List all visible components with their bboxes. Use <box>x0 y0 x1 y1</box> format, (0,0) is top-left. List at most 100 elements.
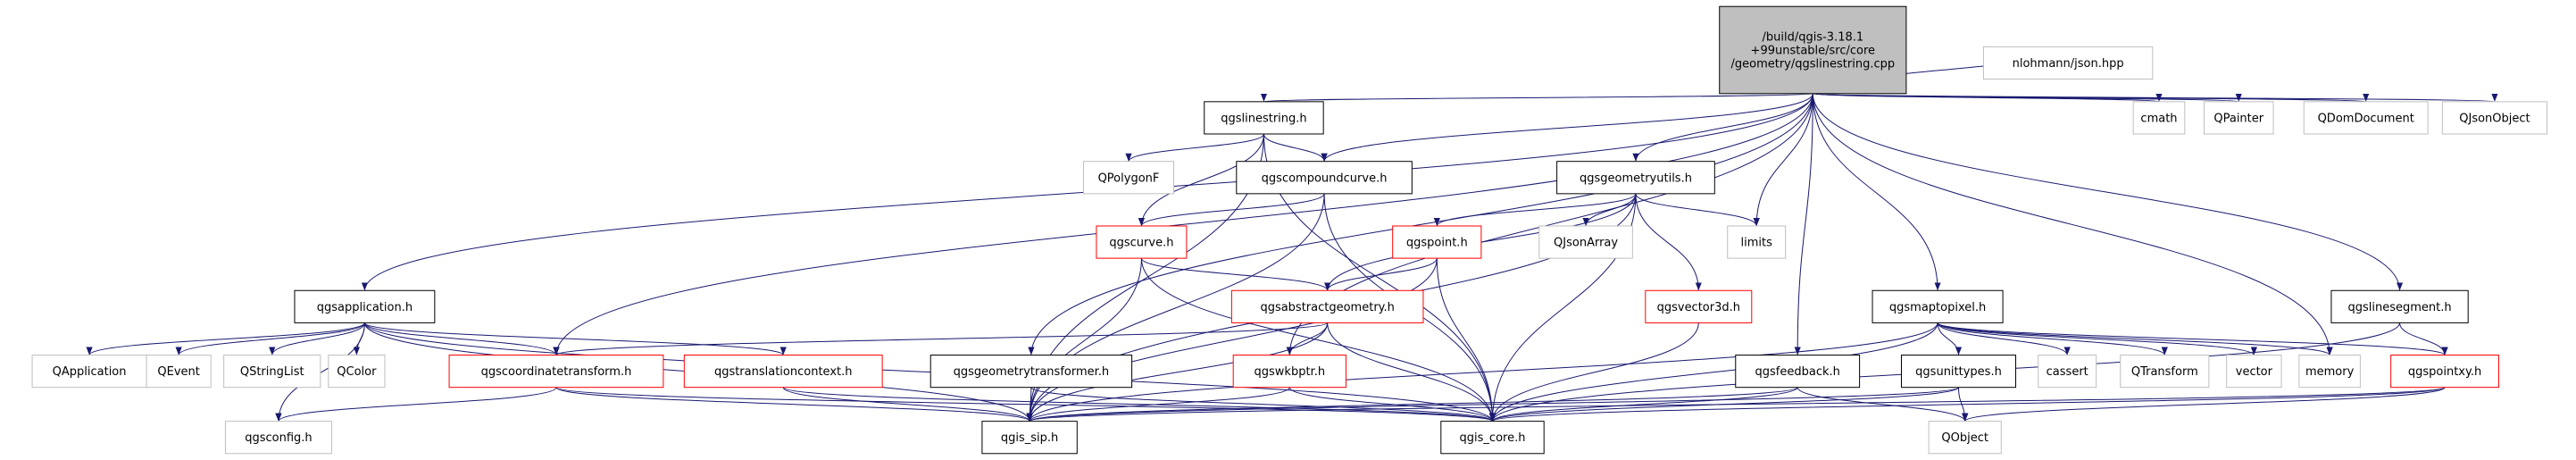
edge-qgsapplication-to-qgstranslationcontext <box>363 322 787 355</box>
node-box-qgspointxy <box>2390 355 2499 389</box>
node-box-qgis_core <box>1440 421 1545 455</box>
edge-qgsapplication-to-qapplication <box>86 322 365 355</box>
node-qjsonarray[interactable]: QJsonArray <box>1538 225 1633 259</box>
node-nlohmann[interactable]: nlohmann/json.hpp <box>1982 46 2154 80</box>
node-qcolor[interactable]: QColor <box>328 355 386 389</box>
node-qgsconfig[interactable]: qgsconfig.h <box>224 421 332 455</box>
node-label-root: +99unstable/src/core <box>1751 45 1876 58</box>
edge-qgsfeedback-to-qgis_sip <box>1026 387 1798 422</box>
node-box-qpainter <box>2203 101 2274 135</box>
node-label-cassert: cassert <box>2047 365 2088 379</box>
edge-qgspointxy-to-qgis_core <box>1489 387 2446 422</box>
node-memory[interactable]: memory <box>2298 355 2361 389</box>
node-box-qobject <box>1928 421 2002 455</box>
edge-qgsmaptopixel-to-qgis_core <box>1488 322 1938 422</box>
edge-qgsgeometrytransformer-to-qgis_core <box>1030 387 1496 422</box>
node-box-root <box>1719 5 1907 95</box>
node-label-limits: limits <box>1741 237 1773 250</box>
node-box-memory <box>2298 355 2361 389</box>
node-qstringlist[interactable]: QStringList <box>223 355 321 389</box>
edge-root-to-qgsgeometrytransformer <box>1028 93 1813 355</box>
node-qgsunittypes[interactable]: qgsunittypes.h <box>1900 355 2017 389</box>
node-qpolygonf[interactable]: QPolygonF <box>1083 161 1174 195</box>
node-qgsvector3d[interactable]: qgsvector3d.h <box>1645 289 1753 323</box>
node-qgswkbptr[interactable]: qgswkbptr.h <box>1232 355 1346 389</box>
node-qgspoint[interactable]: qgspoint.h <box>1392 225 1482 259</box>
node-qgsgeometryutils[interactable]: qgsgeometryutils.h <box>1556 161 1715 195</box>
node-label-root: /geometry/qgslinestring.cpp <box>1731 58 1896 71</box>
edge-qgslinestring-to-qgscompoundcurve <box>1263 133 1328 162</box>
node-qgsmaptopixel[interactable]: qgsmaptopixel.h <box>1872 289 2004 323</box>
node-qgslinesegment[interactable]: qgslinesegment.h <box>2330 289 2469 323</box>
node-qevent[interactable]: QEvent <box>146 355 212 389</box>
node-qgsgeometrytransformer[interactable]: qgsgeometrytransformer.h <box>930 355 1133 389</box>
edge-root-to-qgsgeometryutils <box>1632 93 1813 162</box>
edge-qgsmaptopixel-to-qgis_sip <box>1026 322 1938 422</box>
edge-root-to-memory <box>1812 93 2333 355</box>
node-qdomdocument[interactable]: QDomDocument <box>2303 101 2429 135</box>
node-box-qevent <box>146 355 212 389</box>
node-box-qgstranslationcontext <box>683 355 883 389</box>
node-qgscoordinatetransform[interactable]: qgscoordinatetransform.h <box>448 355 664 389</box>
edge-qgstranslationcontext-to-qgis_core <box>782 387 1496 422</box>
node-label-qcolor: QColor <box>337 365 377 379</box>
node-cmath[interactable]: cmath <box>2132 101 2186 135</box>
node-qobject[interactable]: QObject <box>1928 421 2002 455</box>
node-qgsabstractgeometry[interactable]: qgsabstractgeometry.h <box>1230 289 1424 323</box>
node-qgis_core[interactable]: qgis_core.h <box>1440 421 1545 455</box>
nodes-layer: /build/qgis-3.18.1+99unstable/src/core/g… <box>31 5 2548 455</box>
edge-qgscoordinatetransform-to-qgis_core <box>555 387 1496 422</box>
node-label-qgslinesegment: qgslinesegment.h <box>2347 301 2451 314</box>
node-box-qgsfeedback <box>1735 355 1861 389</box>
node-root[interactable]: /build/qgis-3.18.1+99unstable/src/core/g… <box>1719 5 1907 95</box>
node-qgis_sip[interactable]: qgis_sip.h <box>981 421 1078 455</box>
edge-qgsgeometryutils-to-qgsvector3d <box>1635 193 1702 291</box>
node-label-nlohmann: nlohmann/json.hpp <box>2013 57 2124 71</box>
node-qtransform[interactable]: QTransform <box>2120 355 2210 389</box>
edge-qgslinesegment-to-qgspointxy <box>2399 322 2448 355</box>
node-label-qgis_core: qgis_core.h <box>1460 431 1526 445</box>
node-qapplication[interactable]: QApplication <box>31 355 147 389</box>
node-label-qgsmaptopixel: qgsmaptopixel.h <box>1889 301 1986 314</box>
node-qgscompoundcurve[interactable]: qgscompoundcurve.h <box>1236 161 1413 195</box>
edge-qgsfeedback-to-qgis_core <box>1489 387 1798 422</box>
node-limits[interactable]: limits <box>1727 225 1787 259</box>
edge-qgsmaptopixel-to-qgsunittypes <box>1937 322 1963 355</box>
node-box-qapplication <box>31 355 147 389</box>
edge-qgsabstractgeometry-to-qgswkbptr <box>1286 322 1329 355</box>
node-box-qjsonobject <box>2441 101 2548 135</box>
node-qgscurve[interactable]: qgscurve.h <box>1096 225 1188 259</box>
edge-qgslinestring-to-qpolygonf <box>1125 133 1264 162</box>
node-qgslinestring[interactable]: qgslinestring.h <box>1204 101 1324 135</box>
node-box-qjsonarray <box>1538 225 1633 259</box>
edge-root-to-qjsonobject <box>1812 93 2497 103</box>
node-box-qgslinestring <box>1204 101 1324 135</box>
node-qjsonobject[interactable]: QJsonObject <box>2441 101 2548 135</box>
node-label-qstringlist: QStringList <box>240 365 304 379</box>
node-box-vector <box>2226 355 2282 389</box>
edge-qgsabstractgeometry-to-qgis_core <box>1327 322 1496 422</box>
node-label-qgspointxy: qgspointxy.h <box>2408 365 2481 379</box>
node-label-qevent: QEvent <box>157 365 199 379</box>
edge-root-to-qgscoordinatetransform <box>553 93 1813 355</box>
edge-qgspointxy-to-qgis_sip <box>1027 387 2446 422</box>
node-qgsfeedback[interactable]: qgsfeedback.h <box>1735 355 1861 389</box>
edge-root-to-qgslinestring <box>1262 93 1813 103</box>
node-qgstranslationcontext[interactable]: qgstranslationcontext.h <box>683 355 883 389</box>
node-label-memory: memory <box>2305 365 2355 379</box>
node-qpainter[interactable]: QPainter <box>2203 101 2274 135</box>
node-cassert[interactable]: cassert <box>2038 355 2097 389</box>
edge-qgspoint-to-qgis_sip <box>1026 258 1438 422</box>
node-qgspointxy[interactable]: qgspointxy.h <box>2390 355 2499 389</box>
node-label-qgspoint: qgspoint.h <box>1406 237 1468 250</box>
edge-qgslinestring-to-qgscurve <box>1138 133 1264 226</box>
node-box-qstringlist <box>223 355 321 389</box>
node-label-qgsabstractgeometry: qgsabstractgeometry.h <box>1260 301 1394 314</box>
node-qgsapplication[interactable]: qgsapplication.h <box>294 289 436 323</box>
edge-qgsapplication-to-qgis_core <box>363 322 1496 422</box>
edge-qgsmaptopixel-to-cassert <box>1937 322 2071 355</box>
node-vector[interactable]: vector <box>2226 355 2282 389</box>
node-label-cmath: cmath <box>2140 112 2177 125</box>
edge-qgscurve-to-qgis_core <box>1140 258 1496 422</box>
